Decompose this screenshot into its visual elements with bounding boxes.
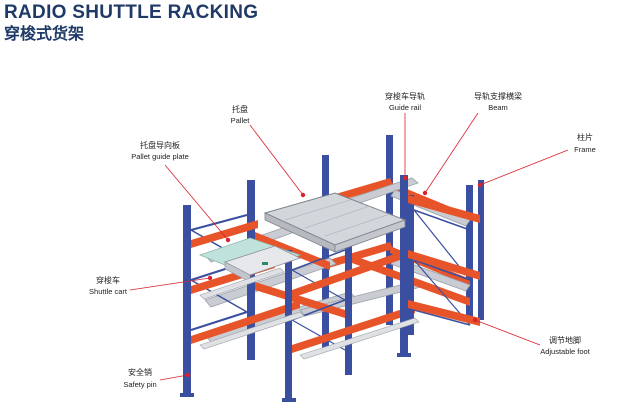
right-beams [408, 195, 480, 326]
label-adjustable-foot-cn: 调节地脚 [549, 335, 581, 345]
title-chinese: 穿梭式货架 [4, 24, 85, 43]
label-beam-cn: 导轨支撑横梁 [474, 91, 522, 101]
lower-rails [199, 267, 420, 360]
label-guide-rail-cn: 穿梭车导轨 [385, 91, 425, 101]
right-uprights [397, 175, 471, 357]
label-guide-rail-en: Guide rail [389, 103, 421, 112]
label-pallet-en: Pallet [231, 116, 251, 125]
label-beam-en: Beam [488, 103, 508, 112]
pallet [263, 192, 407, 253]
label-pallet-guide-plate-cn: 托盘导向板 [140, 140, 180, 150]
label-pallet-cn: 托盘 [232, 104, 248, 114]
label-safety-pin: 安全销 Safety pin [123, 367, 156, 389]
title-block: RADIO SHUTTLE RACKING 穿梭式货架 [4, 2, 258, 44]
label-pallet-guide-plate: 托盘导向板 Pallet guide plate [131, 140, 189, 161]
label-safety-pin-cn: 安全销 [128, 367, 152, 377]
label-guide-rail: 穿梭车导轨 Guide rail [385, 91, 425, 112]
label-shuttle-cart-en: Shuttle cart [89, 287, 128, 296]
label-pallet: 托盘 Pallet [231, 104, 251, 125]
label-pallet-guide-plate-en: Pallet guide plate [131, 152, 189, 161]
leader-lines [129, 112, 569, 381]
title-english: RADIO SHUTTLE RACKING [4, 2, 259, 23]
label-shuttle-cart: 穿梭车 Shuttle cart [89, 275, 128, 296]
label-frame: 柱片 Frame [574, 132, 596, 154]
label-adjustable-foot-en: Adjustable foot [540, 347, 591, 356]
label-adjustable-foot: 调节地脚 Adjustable foot [540, 335, 591, 356]
label-shuttle-cart-cn: 穿梭车 [96, 275, 120, 285]
label-frame-cn: 柱片 [577, 132, 593, 142]
label-safety-pin-en: Safety pin [123, 380, 156, 389]
label-frame-en: Frame [574, 145, 596, 154]
label-beam: 导轨支撑横梁 Beam [474, 91, 522, 112]
